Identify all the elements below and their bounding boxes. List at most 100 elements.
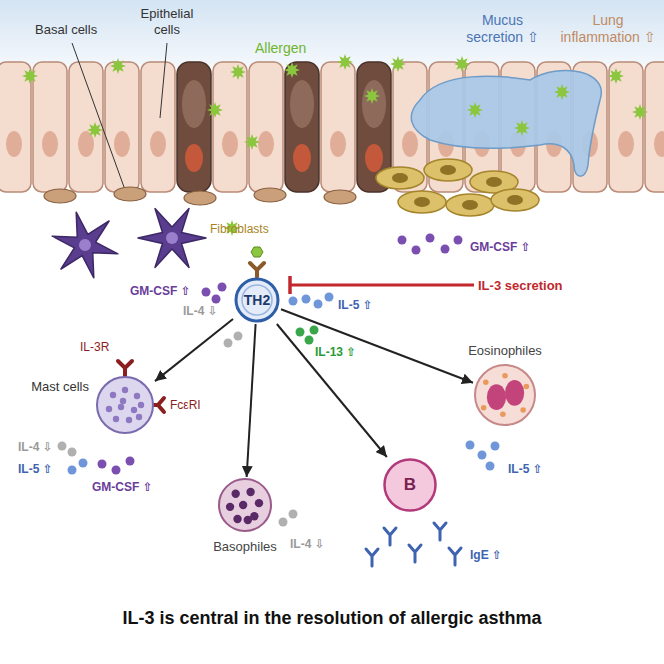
allergen — [390, 56, 406, 72]
cytokine-label: GM-CSF ⇧ — [130, 284, 191, 298]
fibroblast — [491, 189, 539, 211]
cell-label: Eosinophiles — [468, 343, 542, 359]
basophil-cell: Basophiles — [217, 477, 273, 533]
effect-label: Lung inflammation ⇧ — [556, 12, 660, 46]
receptor-label: FcεRI — [170, 398, 201, 412]
cell-outline — [473, 363, 537, 427]
il3-receptor — [118, 361, 132, 376]
mast-cell: Mast cells — [95, 375, 155, 435]
il13-dots — [296, 326, 319, 345]
allergen — [554, 84, 570, 100]
fibroblast — [398, 191, 446, 213]
cytokine-label: IL-4 ⇩ — [290, 537, 325, 551]
epithelial-cell — [141, 62, 175, 192]
ige-antibodies — [366, 523, 461, 566]
eosinophil-cell: Eosinophiles — [473, 363, 537, 427]
epithelium — [0, 62, 664, 192]
epithelial-cell — [0, 62, 31, 192]
cell-content — [106, 387, 144, 423]
antibody — [409, 545, 421, 562]
allergen — [22, 68, 38, 84]
epithelial-cell — [645, 62, 664, 192]
stimulation-arrow — [155, 319, 233, 381]
il5-dots — [68, 293, 500, 475]
allergens — [22, 54, 648, 236]
epithelial-cell — [33, 62, 67, 192]
structure-label: Epithelial cells — [128, 6, 206, 37]
allergen — [110, 58, 126, 74]
gm-csf-dots — [98, 234, 463, 475]
fibroblasts — [376, 159, 539, 216]
cell-text: B — [404, 475, 416, 495]
figure-title: IL-3 is central in the resolution of all… — [0, 608, 664, 629]
basal-cell — [114, 187, 146, 201]
dendritic-cell — [45, 208, 126, 282]
receptor-label: IL-3R — [80, 340, 109, 354]
allergen-label: Allergen — [255, 40, 306, 57]
leader-line — [72, 43, 124, 187]
allergen — [337, 54, 353, 70]
cell-membrane — [236, 279, 278, 321]
tcr-receptor — [250, 263, 264, 277]
allergen — [632, 104, 648, 120]
cytokine-label: GM-CSF ⇧ — [92, 480, 153, 494]
allergen — [207, 102, 223, 118]
cell-content — [242, 285, 272, 315]
cell-text: TH2 — [244, 292, 270, 309]
inhibition-label: IL-3 secretion — [478, 278, 563, 294]
basal-cell — [184, 191, 216, 205]
cell-membrane — [475, 365, 535, 425]
effect-label: Mucus secretion ⇧ — [455, 12, 550, 46]
cytokine-label: IgE ⇧ — [470, 548, 502, 562]
th2-cell: TH2 — [233, 276, 281, 324]
structure-label: Fibroblasts — [210, 222, 269, 236]
cytokine-label: GM-CSF ⇧ — [470, 240, 531, 254]
allergen — [514, 120, 530, 136]
cytokine-label: IL-5 ⇧ — [508, 462, 543, 476]
allergen — [454, 56, 470, 72]
antibody — [366, 549, 378, 566]
inhibition-bar — [288, 276, 292, 294]
cytokine-label: IL-4 ⇩ — [18, 440, 53, 454]
epithelial-cell — [249, 62, 283, 192]
cytokine-label: IL-4 ⇩ — [183, 304, 218, 318]
allergen — [244, 134, 260, 150]
fibroblast — [376, 167, 424, 189]
antibody — [384, 528, 396, 545]
epithelial-cell — [609, 62, 643, 192]
basal-cell — [324, 190, 356, 204]
allergen — [230, 64, 246, 80]
allergen — [87, 122, 103, 138]
goblet-cell — [177, 62, 211, 192]
goblet-cell — [285, 62, 319, 192]
cell-content — [481, 373, 529, 417]
dendritic-cell — [138, 209, 206, 268]
cytokine-label: IL-5 ⇧ — [338, 298, 373, 312]
antibody — [434, 523, 446, 540]
epithelial-cell — [213, 62, 247, 192]
cell-content — [226, 488, 263, 524]
allergen — [467, 102, 483, 118]
cell-outline — [217, 477, 273, 533]
allergen — [364, 88, 380, 104]
cell-membrane — [385, 460, 436, 511]
fibroblast — [446, 194, 494, 216]
cell-membrane — [97, 377, 153, 433]
fibroblast — [424, 159, 472, 181]
antibody — [449, 548, 461, 565]
stimulation-arrow — [247, 324, 256, 477]
basal-cell — [254, 188, 286, 202]
cell-outline — [95, 375, 155, 435]
basal-cell — [44, 189, 76, 203]
allergen — [608, 68, 624, 84]
cell-membrane — [219, 479, 271, 531]
basal-cells — [44, 187, 356, 205]
epithelial-cell — [321, 62, 355, 192]
cytokine-label: IL-13 ⇧ — [315, 345, 356, 359]
cell-label: Basophiles — [213, 539, 277, 555]
epithelial-cell — [105, 62, 139, 192]
leader-line — [160, 43, 167, 118]
cytokine-label: IL-5 ⇧ — [18, 462, 53, 476]
